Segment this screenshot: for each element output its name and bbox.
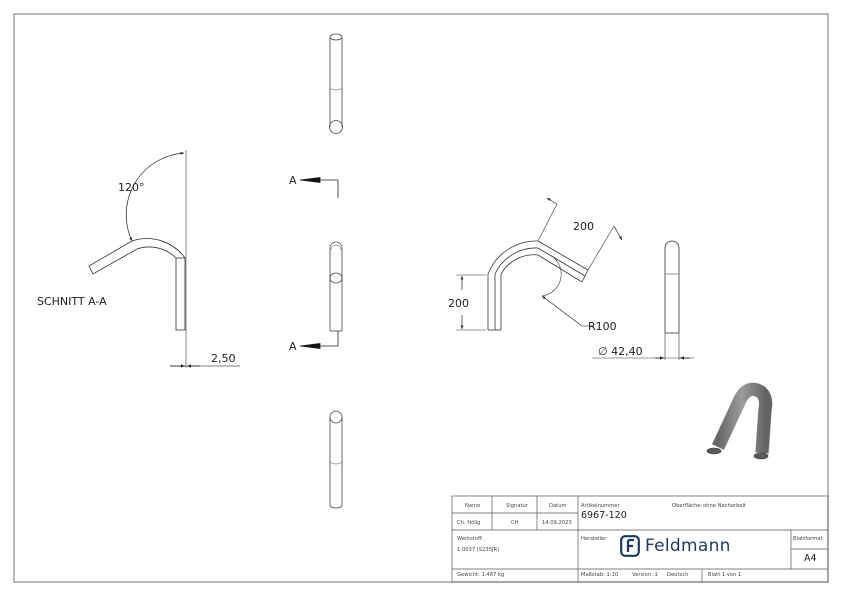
end-view [592,240,695,360]
scale: Maßstab: 1:10 [581,572,619,578]
sheet-format-value: A4 [804,553,817,564]
drawing-frame [13,13,829,583]
angled-length-dimension: 200 [573,220,594,233]
side-view [456,197,623,331]
top-pipe-view [329,33,343,134]
radius-dimension: R100 [588,320,617,333]
brand-name: Feldmann [645,536,731,556]
section-marker-top [299,177,339,198]
name-header: Name [465,503,481,509]
date-value: 14.09.2023 [542,520,572,526]
name-value: Ch. Hölig [457,520,481,526]
sheet-format-label: Blattformat [793,536,823,542]
signature-value: CH [511,520,519,526]
section-marker-bottom-letter: A [289,340,297,353]
weight: Gewicht: 1.467 kg [457,572,505,578]
signature-header: Signatur [506,503,528,509]
diameter-dimension: ∅ 42,40 [598,345,643,358]
vertical-length-dimension: 200 [448,297,469,310]
feldmann-logo: Feldmann [620,535,731,557]
language: Deutsch [667,572,689,578]
section-marker-bottom [299,331,339,349]
pipe-3d-render [706,382,773,460]
angle-dimension: 120° [118,181,145,194]
thickness-dimension: 2,50 [211,352,236,365]
surface-label: Oberfläche: [672,503,703,509]
section-view [88,150,240,368]
article-number: 6967-120 [581,510,627,521]
material-value: 1.0037 (S235JR) [457,547,500,553]
version: Version: 1 [632,572,658,578]
front-pipe-view [329,241,343,332]
article-label: Artikelnummer [581,503,620,509]
feldmann-logo-icon [620,535,640,557]
material-label: Werkstoff: [457,536,484,542]
manufacturer-label: Hersteller [581,536,607,542]
title-block: Name Signatur Datum Ch. Hölig CH 14.09.2… [452,496,828,582]
bottom-pipe-view [329,410,343,509]
section-marker-top-letter: A [289,174,297,187]
title-block-grid [451,495,829,583]
surface-value: ohne Nacharbeit [703,503,747,509]
sheet-number: Blatt 1 von 1 [708,572,742,578]
section-label: SCHNITT A-A [37,295,107,308]
date-header: Datum [549,503,567,509]
